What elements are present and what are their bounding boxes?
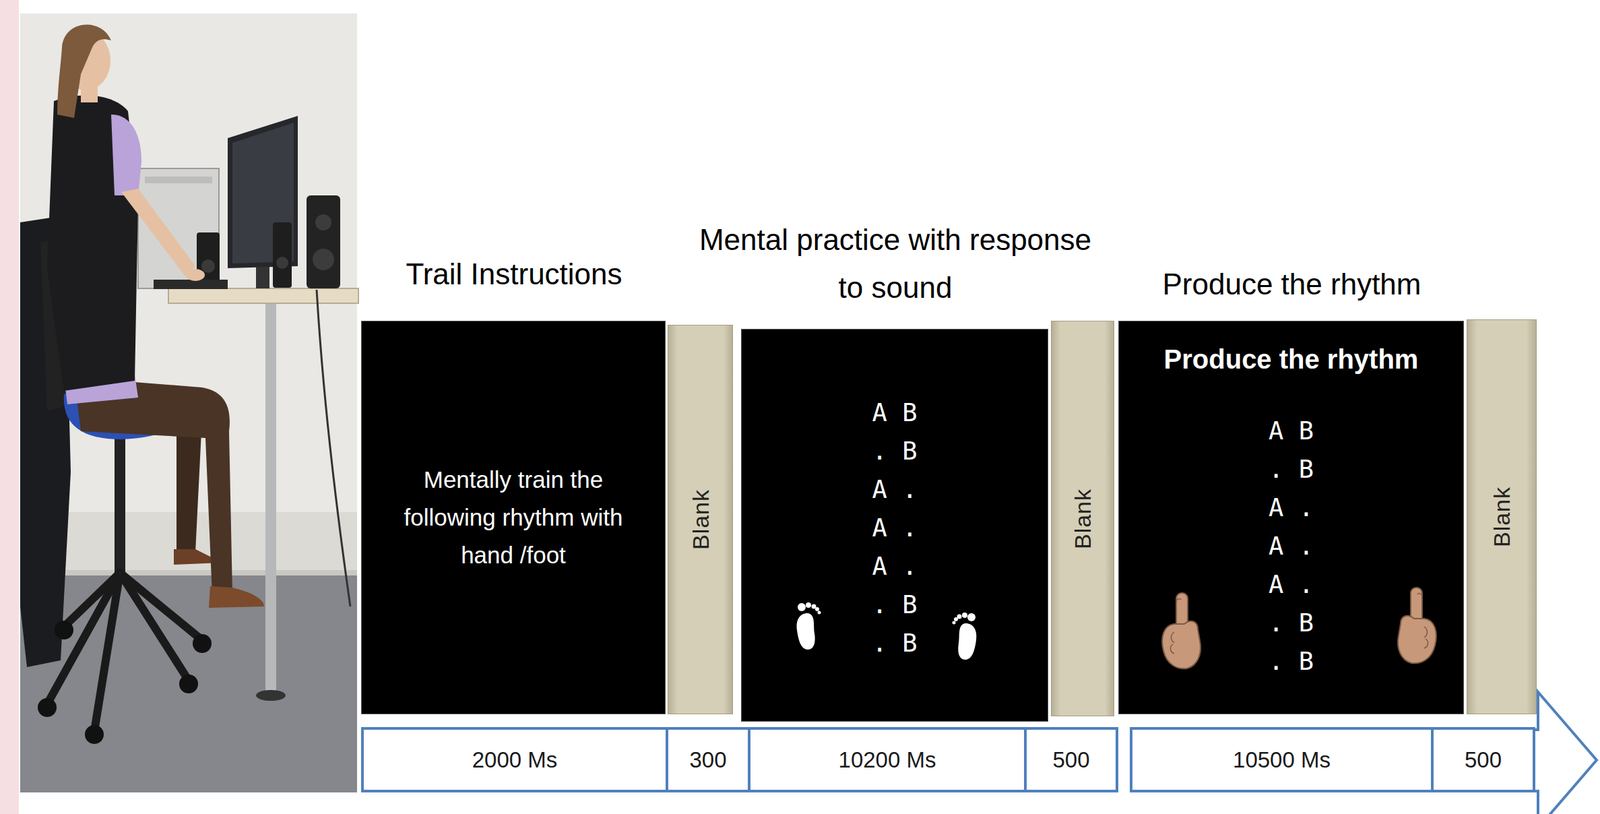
hand-icon bbox=[1383, 584, 1445, 666]
rhythm-row: . B bbox=[1268, 642, 1314, 681]
lab-photo bbox=[0, 0, 378, 814]
rhythm-row: A . bbox=[1268, 526, 1314, 566]
computer bbox=[138, 115, 351, 607]
foot-icon bbox=[792, 599, 823, 651]
person bbox=[47, 24, 265, 608]
rhythm-row: A . bbox=[1268, 565, 1314, 604]
screen-panel: Produce the rhythmProduce the rhythmA B.… bbox=[1118, 320, 1464, 715]
foot-icon-shape bbox=[796, 602, 821, 650]
timeline-cell: 10200 Ms bbox=[747, 726, 1027, 793]
duration-label: 2000 Ms bbox=[472, 747, 558, 773]
rhythm-row: . B bbox=[1268, 603, 1314, 643]
blank-label: Blank bbox=[1069, 487, 1097, 549]
rhythm-row: A . bbox=[872, 470, 918, 509]
rhythm-row: A B bbox=[872, 393, 918, 432]
room bbox=[20, 13, 358, 793]
foot-icon-shape bbox=[951, 612, 977, 660]
timeline-cell: 2000 Ms bbox=[361, 726, 669, 793]
hand-icon-shape bbox=[1397, 587, 1437, 663]
rhythm-row: A . bbox=[872, 508, 918, 548]
panel-heading: Trail Instructions bbox=[298, 250, 730, 298]
screen-panel: Trail InstructionsMentally train the fol… bbox=[361, 320, 666, 715]
duration-label: 500 bbox=[1464, 747, 1502, 773]
timeline-cell: 500 bbox=[1430, 726, 1536, 793]
hand-icon-shape bbox=[1162, 592, 1201, 669]
timeline-cell: 500 bbox=[1024, 726, 1119, 793]
rhythm-column: A B. BA .A .A .. B. B bbox=[741, 393, 1048, 663]
panel-heading: Produce the rhythm bbox=[1056, 260, 1528, 308]
blank-bar: Blank bbox=[1050, 320, 1115, 717]
rhythm-row: A . bbox=[872, 547, 918, 586]
timeline-cell: 300 bbox=[665, 726, 751, 793]
rhythm-row: . B bbox=[872, 585, 918, 624]
panel-heading: Mental practice with response to sound bbox=[693, 216, 1098, 312]
foot-icon bbox=[950, 609, 981, 661]
rhythm-row: A B bbox=[1268, 411, 1314, 451]
rhythm-row: . B bbox=[872, 623, 918, 663]
rhythm-column: A B. BA .A .A .. B. B bbox=[1118, 411, 1464, 681]
rhythm-row: . B bbox=[872, 431, 918, 471]
blank-label: Blank bbox=[687, 489, 714, 550]
rhythm-row: A . bbox=[1268, 488, 1314, 527]
timeline-cell: 10500 Ms bbox=[1129, 726, 1434, 793]
page-edge bbox=[0, 0, 19, 814]
panel-subheading: Produce the rhythm bbox=[1118, 341, 1464, 377]
duration-label: 300 bbox=[689, 747, 727, 773]
instruction-text: Mentally train the following rhythm with… bbox=[381, 460, 645, 574]
duration-label: 500 bbox=[1052, 747, 1090, 773]
arrowhead-outline bbox=[1530, 691, 1597, 814]
duration-label: 10200 Ms bbox=[838, 747, 937, 773]
blank-label: Blank bbox=[1488, 486, 1516, 548]
blank-bar: Blank bbox=[667, 324, 733, 715]
hand-icon bbox=[1154, 590, 1215, 671]
blank-bar: Blank bbox=[1466, 319, 1537, 715]
rhythm-row: . B bbox=[1268, 450, 1314, 489]
duration-label: 10500 Ms bbox=[1232, 747, 1331, 773]
screen-panel: Mental practice with response to soundA … bbox=[741, 328, 1049, 722]
